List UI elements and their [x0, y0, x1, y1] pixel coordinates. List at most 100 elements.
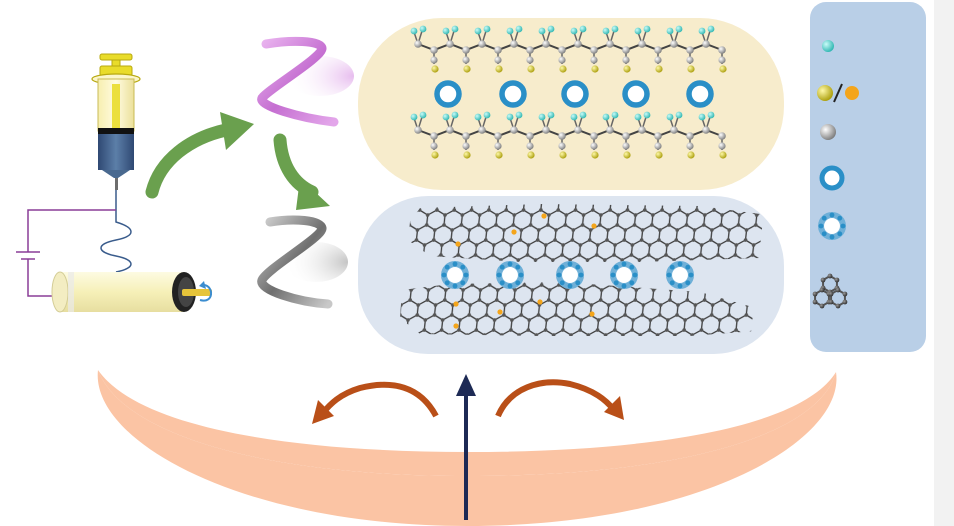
- sulfur-atom: [687, 151, 695, 159]
- carbon-atom: [414, 40, 422, 48]
- syringe-needle: [115, 178, 118, 190]
- carbon-atom: [430, 132, 438, 140]
- sulfur-atom: [431, 151, 439, 159]
- carbon-atom: [622, 46, 630, 54]
- circuit-wire-top: [27, 209, 116, 252]
- fluorine-atom: [698, 113, 706, 121]
- fluorine-atom: [634, 27, 642, 35]
- dopant-atoms: [453, 213, 597, 329]
- carbon-atom: [702, 40, 710, 48]
- graphene-lattice-icon: [812, 273, 848, 309]
- carbon-atom: [718, 132, 726, 140]
- metal-atom-icon: [845, 86, 859, 100]
- sulfur-atom: [495, 65, 503, 73]
- carbon-atom: [718, 56, 726, 64]
- carbon-atom: [462, 132, 470, 140]
- fluorine-atom: [483, 25, 491, 33]
- fluorine-atom: [579, 25, 587, 33]
- sulfur-atom: [719, 65, 727, 73]
- carbon-atom: [558, 46, 566, 54]
- plunger-cap: [99, 53, 133, 61]
- sulfur-atom: [623, 65, 631, 73]
- sulfur-atom: [591, 65, 599, 73]
- fluorine-atom: [707, 111, 715, 119]
- carbon-atom: [510, 126, 518, 134]
- fluorine-atom: [570, 113, 578, 121]
- dopant-atom: [541, 213, 547, 219]
- fluorine-atom: [442, 27, 450, 35]
- carbon-atom: [462, 46, 470, 54]
- loaded-ring-molecules-row: [440, 260, 695, 290]
- polymer-jet: [100, 190, 132, 273]
- slash-separator: [833, 83, 843, 103]
- graphene-sheet-top: [408, 204, 766, 262]
- fluorine-atom: [483, 111, 491, 119]
- fluorine-atom: [538, 27, 546, 35]
- carbon-atom: [638, 40, 646, 48]
- sulfur-atom: [463, 151, 471, 159]
- syringe-piston: [98, 128, 134, 134]
- sulfur-atom: [591, 151, 599, 159]
- sulfur-atom: [559, 65, 567, 73]
- fluorine-atom: [547, 25, 555, 33]
- carbon-atom: [718, 46, 726, 54]
- carbon-atom: [494, 132, 502, 140]
- fluorine-atom: [675, 111, 683, 119]
- loaded-ring-molecule-icon: [817, 211, 847, 241]
- carbon-atom: [430, 46, 438, 54]
- carbon-atom: [462, 56, 470, 64]
- carbon-atom: [654, 132, 662, 140]
- carbon-atom: [558, 142, 566, 150]
- carbon-atom: [654, 46, 662, 54]
- ring-molecules-row-top: [434, 80, 714, 108]
- sulfur-atom: [495, 151, 503, 159]
- ring-molecule: [561, 80, 589, 108]
- carbon-atom: [654, 56, 662, 64]
- fluorine-atom: [611, 111, 619, 119]
- ring-molecule: [434, 80, 462, 108]
- carbon-atom: [574, 126, 582, 134]
- green-arrow-up: [145, 123, 233, 199]
- green-arrow-down: [273, 133, 319, 199]
- carbon-atom: [430, 142, 438, 150]
- carbon-atom: [494, 56, 502, 64]
- fluorine-atom: [643, 111, 651, 119]
- carbon-atom: [686, 46, 694, 54]
- up-arrow-head: [456, 374, 476, 396]
- circuit-wire-bottom: [27, 259, 58, 297]
- fluorine-atom: [602, 27, 610, 35]
- peach-bowl-lower: [97, 370, 837, 526]
- carbon-atom: [670, 126, 678, 134]
- sulfur-atom: [719, 151, 727, 159]
- carbon-atom: [670, 40, 678, 48]
- rotation-arrow-icon: [199, 284, 212, 302]
- fluorine-atom: [506, 113, 514, 121]
- graphene-sheet-bottom: [400, 282, 757, 336]
- carbon-atom: [590, 142, 598, 150]
- fluorine-atom: [515, 111, 523, 119]
- carbon-atom: [542, 40, 550, 48]
- fluorine-atom: [570, 27, 578, 35]
- curved-arrow-left: [319, 381, 439, 418]
- sulfur-atom: [463, 65, 471, 73]
- fluorine-atom: [451, 111, 459, 119]
- fluorine-atom: [643, 25, 651, 33]
- sulfur-atom-icon: [817, 85, 833, 101]
- carbon-atom: [622, 132, 630, 140]
- fluorine-atom: [515, 25, 523, 33]
- carbon-atom: [494, 142, 502, 150]
- dopant-atom: [453, 301, 459, 307]
- sulfur-atom: [431, 65, 439, 73]
- dopant-atom: [589, 311, 595, 317]
- carbon-atom: [558, 132, 566, 140]
- sulfur-atom: [655, 65, 663, 73]
- carbon-atom: [654, 142, 662, 150]
- carbon-atom: [622, 142, 630, 150]
- fluorine-atom: [474, 27, 482, 35]
- fluorine-atom: [666, 113, 674, 121]
- carbon-atom: [494, 46, 502, 54]
- carbon-atom: [542, 126, 550, 134]
- sulfur-atom: [655, 151, 663, 159]
- ring-molecule-icon: [819, 165, 845, 191]
- fluorine-atom: [579, 111, 587, 119]
